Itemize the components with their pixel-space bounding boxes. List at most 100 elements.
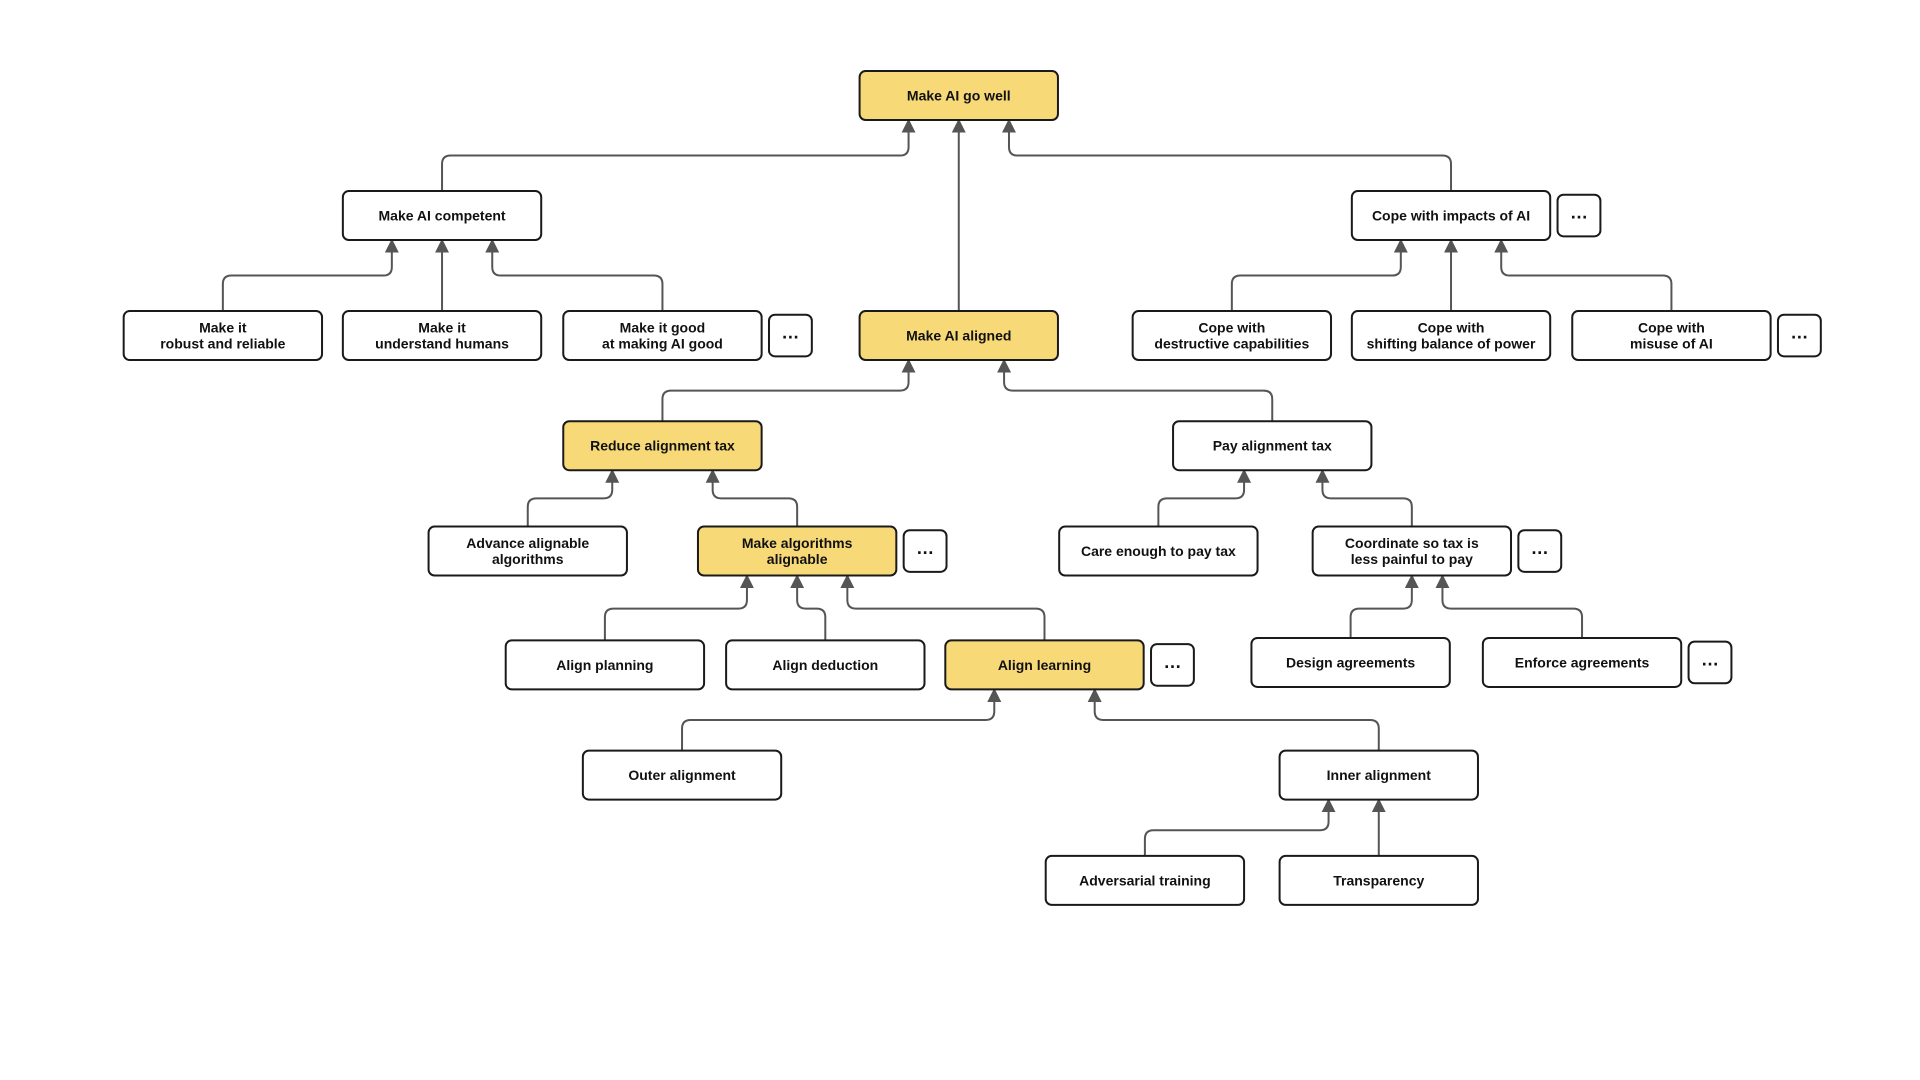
node-root[interactable]: Make AI go well xyxy=(858,70,1059,121)
edge-reduce-to-aligned xyxy=(661,358,916,422)
node-inner[interactable]: Inner alignment xyxy=(1278,749,1479,801)
edge-impacts-to-root xyxy=(1001,118,1453,192)
node-box xyxy=(725,639,926,691)
edge-makealg-to-reduce xyxy=(705,468,799,527)
node-box xyxy=(1571,310,1772,362)
node-label: shifting balance of power xyxy=(1367,336,1536,352)
more-button[interactable]: … xyxy=(1776,313,1822,358)
node-box xyxy=(1058,525,1259,577)
node-box xyxy=(341,310,543,362)
edge-design-to-coordinate xyxy=(1349,574,1419,638)
node-box xyxy=(341,190,543,241)
more-box xyxy=(902,529,948,573)
more-box xyxy=(1517,529,1563,573)
node-transparency[interactable]: Transparency xyxy=(1278,854,1479,906)
node-impacts[interactable]: Cope with impacts of AI xyxy=(1350,190,1552,241)
node-box xyxy=(696,525,898,577)
more-button[interactable]: … xyxy=(902,529,948,573)
node-label: Make algorithms xyxy=(742,535,853,551)
node-aligned[interactable]: Make AI aligned xyxy=(858,310,1059,362)
ellipsis-icon: … xyxy=(1570,203,1588,223)
edge-pay-to-aligned xyxy=(997,358,1274,422)
edge-inner-to-learning xyxy=(1087,687,1380,751)
node-label: Align learning xyxy=(998,657,1091,673)
node-label: Enforce agreements xyxy=(1515,654,1650,670)
node-box xyxy=(562,310,763,362)
more-button[interactable]: … xyxy=(1556,193,1602,238)
ellipsis-icon: … xyxy=(1531,538,1549,558)
edge-goodat-to-competent xyxy=(485,238,664,312)
node-planning[interactable]: Align planning xyxy=(504,639,706,691)
node-label: Align deduction xyxy=(772,657,878,673)
node-label: Transparency xyxy=(1333,872,1424,888)
more-box xyxy=(1687,640,1733,685)
edge-adversarial-to-inner xyxy=(1143,798,1336,856)
node-label: Make AI competent xyxy=(379,208,506,224)
node-box xyxy=(504,639,706,691)
node-label: at making AI good xyxy=(602,336,723,352)
node-competent[interactable]: Make AI competent xyxy=(341,190,543,241)
node-box xyxy=(581,749,783,801)
more-button[interactable]: … xyxy=(1150,643,1195,687)
node-label: Cope with xyxy=(1418,320,1485,336)
node-learning[interactable]: Align learning xyxy=(944,639,1145,691)
node-label: algorithms xyxy=(492,551,564,567)
node-label: Align planning xyxy=(556,657,653,673)
node-pay[interactable]: Pay alignment tax xyxy=(1172,420,1373,472)
node-label: misuse of AI xyxy=(1630,336,1713,352)
node-care[interactable]: Care enough to pay tax xyxy=(1058,525,1259,577)
node-outer[interactable]: Outer alignment xyxy=(581,749,783,801)
node-adversarial[interactable]: Adversarial training xyxy=(1044,854,1246,906)
node-enforce[interactable]: Enforce agreements xyxy=(1481,636,1683,688)
node-label: Inner alignment xyxy=(1327,767,1432,783)
node-box xyxy=(562,420,763,472)
node-design[interactable]: Design agreements xyxy=(1250,636,1451,688)
node-label: Care enough to pay tax xyxy=(1081,543,1236,559)
node-box xyxy=(1131,310,1333,362)
node-label: understand humans xyxy=(375,336,509,352)
node-label: Make it xyxy=(418,320,466,336)
node-box xyxy=(427,525,628,577)
node-label: Cope with xyxy=(1638,320,1705,336)
node-deduction[interactable]: Align deduction xyxy=(725,639,926,691)
node-label: robust and reliable xyxy=(160,336,285,352)
node-box xyxy=(1172,420,1373,472)
more-box xyxy=(767,313,813,358)
node-label: Make it good xyxy=(620,320,706,336)
node-box xyxy=(1044,854,1246,906)
ellipsis-icon: … xyxy=(1790,323,1808,343)
node-label: alignable xyxy=(767,551,828,567)
node-box xyxy=(1350,310,1552,362)
node-box xyxy=(1250,636,1451,688)
edge-advance-to-reduce xyxy=(526,468,620,527)
more-button[interactable]: … xyxy=(1687,640,1733,685)
node-label: Coordinate so tax is xyxy=(1345,535,1479,551)
edge-care-to-pay xyxy=(1157,468,1252,527)
node-box xyxy=(122,310,324,362)
node-label: Outer alignment xyxy=(628,767,736,783)
node-box xyxy=(858,70,1059,121)
edge-enforce-to-coordinate xyxy=(1435,574,1584,638)
node-box xyxy=(1350,190,1552,241)
ellipsis-icon: … xyxy=(1163,652,1181,672)
more-button[interactable]: … xyxy=(767,313,813,358)
more-box xyxy=(1776,313,1822,358)
node-reduce[interactable]: Reduce alignment tax xyxy=(562,420,763,472)
node-label: Cope with impacts of AI xyxy=(1372,208,1530,224)
node-label: Cope with xyxy=(1198,320,1265,336)
node-label: Advance alignable xyxy=(466,535,589,551)
edge-destructive-to-impacts xyxy=(1230,238,1408,312)
ellipsis-icon: … xyxy=(1701,649,1719,669)
node-box xyxy=(858,310,1059,362)
more-button[interactable]: … xyxy=(1517,529,1563,573)
